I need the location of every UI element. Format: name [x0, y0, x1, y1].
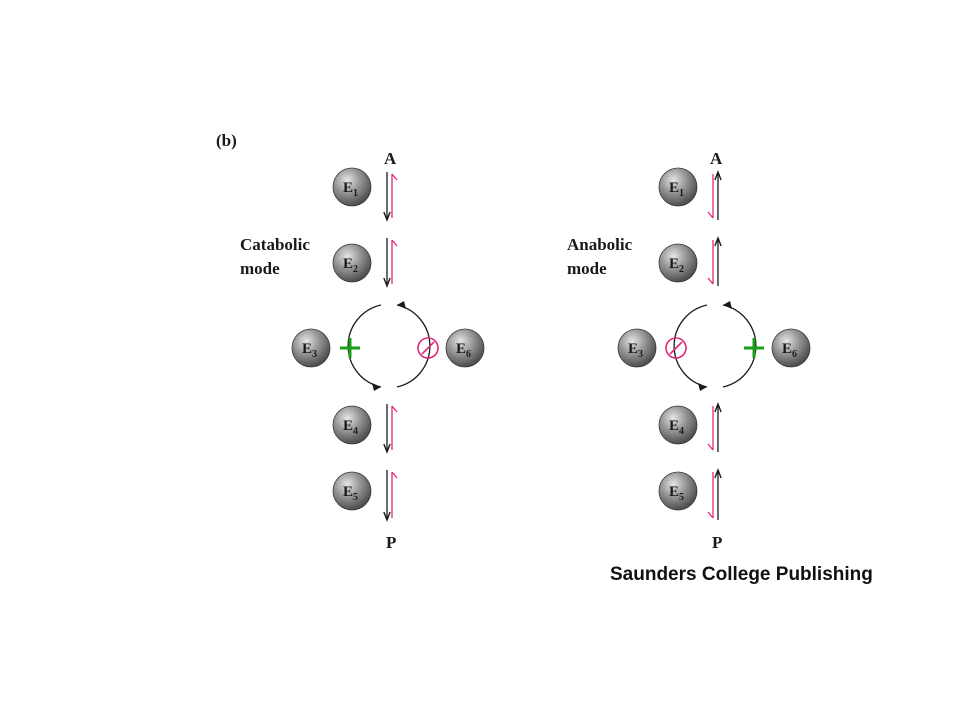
step-3-forward-head — [714, 402, 722, 413]
catabolic-enzyme-e6-sphere — [445, 328, 485, 368]
catabolic-enzyme-e5-sphere — [332, 471, 372, 511]
publisher-credit: Saunders College Publishing — [610, 564, 873, 585]
step-1-forward-head — [714, 170, 722, 181]
step-3-forward-head — [383, 443, 391, 454]
catabolic-enzyme-e4-label: E4 — [343, 418, 358, 437]
anabolic-enzyme-e1-label: E1 — [669, 180, 684, 199]
anabolic-enzyme-e3-label: E3 — [628, 341, 643, 360]
step-2-reverse-head — [391, 239, 398, 247]
step-2-forward-head — [714, 236, 722, 247]
step-3-reverse-head — [391, 405, 398, 413]
catabolic-bottom-node-p: P — [386, 533, 397, 552]
anabolic-cycle-left-head — [698, 383, 707, 391]
anabolic-enzyme-e1-sphere — [658, 167, 698, 207]
step-1-forward-head — [383, 211, 391, 222]
catabolic-enzyme-e1-label: E1 — [343, 180, 358, 199]
anabolic-e3-inhibitor-icon — [665, 337, 687, 359]
anabolic-enzyme-e6-sphere — [771, 328, 811, 368]
anabolic-enzyme-e2-sphere — [658, 243, 698, 283]
catabolic-cycle-left-head — [372, 383, 381, 391]
figure-label: (b) — [216, 131, 237, 150]
step-3-reverse-head — [707, 443, 714, 451]
step-4-reverse-head — [707, 511, 714, 519]
catabolic-mode-line-1: Catabolic — [240, 235, 310, 254]
anabolic-cycle-right-arc — [722, 304, 757, 388]
step-1-reverse-head — [707, 211, 714, 219]
catabolic-enzyme-e3-sphere — [291, 328, 331, 368]
step-4-forward-head — [714, 468, 722, 479]
step-2-forward-head — [383, 277, 391, 288]
anabolic-enzyme-e2-label: E2 — [669, 256, 684, 275]
anabolic-enzyme-e4-sphere — [658, 405, 698, 445]
step-1-reverse-head — [391, 173, 398, 181]
catabolic-enzyme-e2-sphere — [332, 243, 372, 283]
anabolic-mode-line-1: Anabolic — [567, 235, 633, 254]
anabolic-top-node-a: A — [710, 149, 723, 168]
anabolic-enzyme-e4-label: E4 — [669, 418, 684, 437]
anabolic-bottom-node-p: P — [712, 533, 723, 552]
anabolic-mode-label: Anabolic mode — [567, 233, 632, 281]
catabolic-cycle-right-arc — [396, 304, 431, 388]
anabolic-enzyme-e5-label: E5 — [669, 484, 684, 503]
catabolic-enzyme-e6-label: E6 — [456, 341, 471, 360]
anabolic-e6-activator-icon — [744, 338, 764, 358]
catabolic-e6-inhibitor-icon — [417, 337, 439, 359]
anabolic-enzyme-e3-sphere — [617, 328, 657, 368]
anabolic-cycle-right-head — [723, 301, 732, 309]
catabolic-mode-label: Catabolic mode — [240, 233, 310, 281]
anabolic-mode-line-2: mode — [567, 259, 607, 278]
step-2-reverse-head — [707, 277, 714, 285]
catabolic-enzyme-e4-sphere — [332, 405, 372, 445]
catabolic-mode-line-2: mode — [240, 259, 280, 278]
catabolic-enzyme-e1-sphere — [332, 167, 372, 207]
anabolic-enzyme-e5-sphere — [658, 471, 698, 511]
step-4-reverse-head — [391, 471, 398, 479]
anabolic-cycle-left-arc — [673, 304, 708, 388]
step-4-forward-head — [383, 511, 391, 522]
catabolic-e3-activator-icon — [340, 338, 360, 358]
anabolic-enzyme-e6-label: E6 — [782, 341, 797, 360]
catabolic-cycle-left-arc — [347, 304, 382, 388]
catabolic-top-node-a: A — [384, 149, 397, 168]
catabolic-enzyme-e3-label: E3 — [302, 341, 317, 360]
catabolic-cycle-right-head — [397, 301, 406, 309]
catabolic-enzyme-e5-label: E5 — [343, 484, 358, 503]
catabolic-enzyme-e2-label: E2 — [343, 256, 358, 275]
